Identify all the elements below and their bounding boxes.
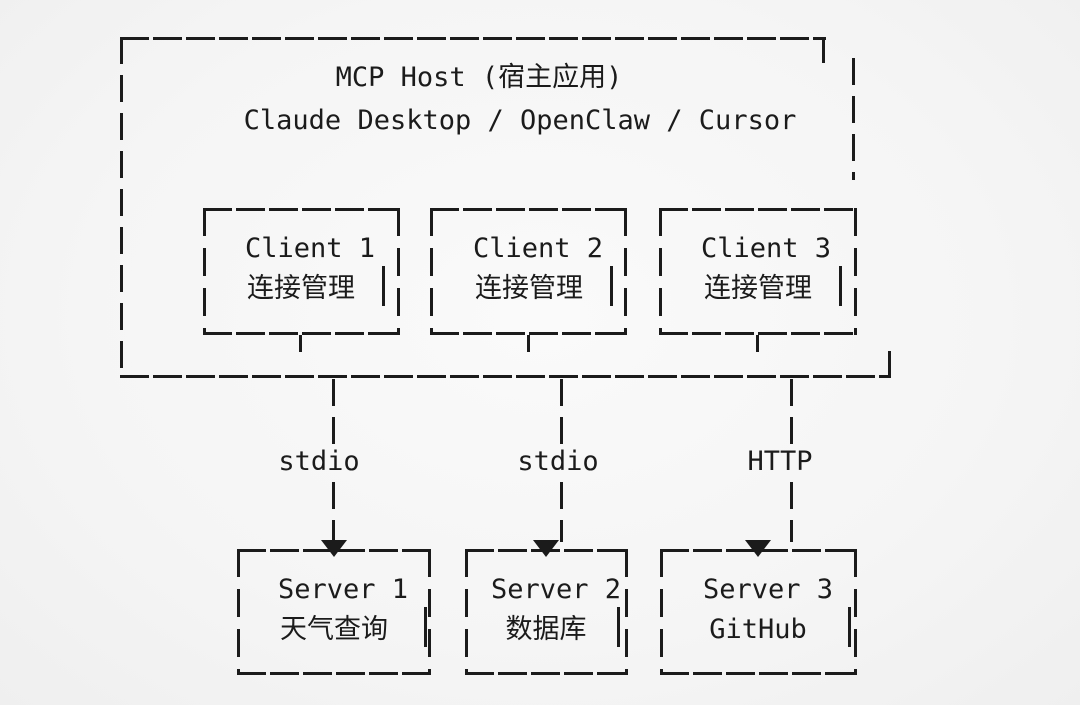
client-name: Client 2 (472, 233, 604, 264)
ascii-glitch-bar (424, 607, 427, 647)
server-box-3 (660, 549, 857, 675)
server-name: Server 2 (490, 574, 622, 605)
client-role: 连接管理 (247, 273, 355, 304)
client-box-3 (659, 208, 857, 335)
connector-line-upper (790, 379, 793, 445)
server-service: 数据库 (505, 614, 587, 645)
host-corner-bottom-right (888, 351, 891, 378)
host-border-left (120, 37, 123, 378)
client-name: Client 3 (700, 233, 832, 264)
client-box-1 (203, 208, 400, 335)
ascii-glitch-bar (382, 266, 385, 306)
ascii-glitch-bar (610, 266, 613, 306)
server-box-2 (465, 549, 628, 675)
server-box-1 (237, 549, 431, 675)
host-subtitle: Claude Desktop / OpenClaw / Cursor (243, 105, 797, 136)
client-role: 连接管理 (704, 273, 812, 304)
client-name: Client 1 (244, 233, 376, 264)
client-connector-stub (527, 335, 530, 352)
protocol-label: stdio (517, 446, 599, 477)
connector-line-lower (332, 482, 335, 542)
server-service: 天气查询 (280, 614, 388, 645)
protocol-label: stdio (278, 446, 360, 477)
host-title: MCP Host (宿主应用) (335, 62, 623, 93)
server-name: Server 1 (277, 574, 409, 605)
client-box-2 (430, 208, 627, 335)
server-service: GitHub (709, 614, 807, 645)
host-corner-top-right (822, 37, 825, 63)
connector-line-upper (332, 379, 335, 445)
protocol-label: HTTP (747, 446, 813, 477)
client-role: 连接管理 (475, 273, 583, 304)
connector-line-lower (560, 482, 563, 542)
connector-line-upper (560, 379, 563, 445)
ascii-glitch-bar (839, 266, 842, 306)
client-connector-stub (299, 335, 302, 352)
host-border-top (120, 37, 826, 40)
ascii-glitch-bar (617, 607, 620, 647)
host-border-right (852, 58, 855, 180)
ascii-glitch-bar (848, 607, 851, 647)
client-connector-stub (756, 335, 759, 352)
server-name: Server 3 (702, 574, 834, 605)
connector-line-lower (790, 482, 793, 542)
host-border-bottom (120, 375, 891, 378)
